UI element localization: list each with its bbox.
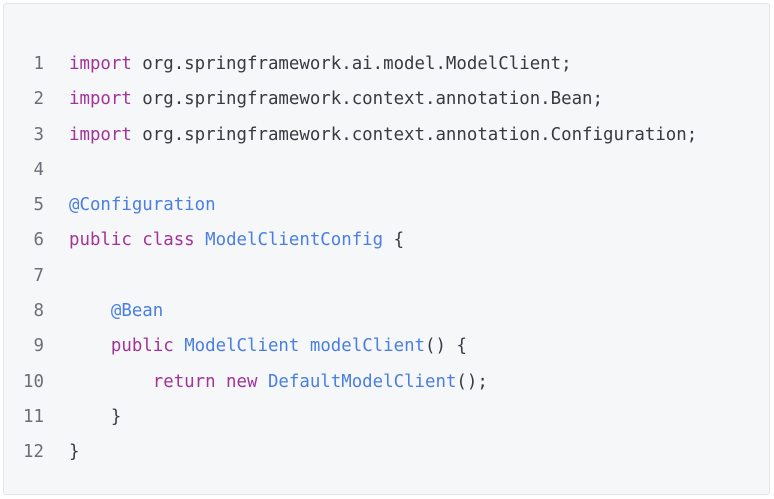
code-token-keyword: public class — [69, 230, 195, 251]
code-token-keyword: import — [69, 89, 132, 110]
line-content: import org.springframework.ai.model.Mode… — [69, 47, 572, 82]
code-token-plain: org.springframework.ai.model.ModelClient… — [131, 54, 572, 74]
code-token-keyword: public — [110, 336, 174, 357]
code-line: 4 — [4, 153, 769, 188]
line-content: public ModelClient modelClient() { — [69, 329, 467, 364]
code-token-plain — [69, 372, 153, 392]
code-token-type: ModelClient — [184, 336, 300, 357]
line-number: 8 — [33, 301, 44, 322]
code-token-type: DefaultModelClient — [267, 371, 457, 392]
line-number: 10 — [23, 371, 44, 392]
code-token-plain — [257, 372, 267, 392]
line-number: 3 — [33, 124, 44, 145]
code-token-annotation: @Bean — [110, 301, 164, 322]
code-line: 7 — [4, 259, 769, 294]
line-number: 5 — [33, 195, 44, 216]
line-number: 1 — [33, 54, 44, 74]
line-number: 12 — [23, 442, 44, 463]
code-token-plain — [299, 336, 309, 356]
code-token-plain — [195, 230, 205, 250]
code-token-plain: org.springframework.context.annotation.C… — [131, 124, 698, 145]
code-line: 9 public ModelClient modelClient() { — [4, 329, 769, 364]
code-block: 1 import org.springframework.ai.model.Mod… — [3, 3, 770, 495]
code-line: 3 import org.springframework.context.anno… — [4, 118, 769, 153]
code-token-plain: } — [69, 442, 80, 463]
line-content: @Configuration — [69, 188, 216, 223]
line-content: @Bean — [69, 294, 163, 329]
code-line: 2 import org.springframework.context.anno… — [4, 82, 769, 117]
code-token-keyword: return new — [152, 371, 258, 392]
code-token-annotation: @Configuration — [69, 195, 216, 216]
code-token-plain — [174, 336, 184, 356]
line-number: 4 — [33, 159, 44, 180]
code-token-plain — [69, 301, 111, 321]
line-number: 9 — [33, 336, 44, 357]
line-number: 6 — [33, 230, 44, 251]
line-content: import org.springframework.context.annot… — [69, 82, 603, 117]
code-token-keyword: import — [69, 124, 132, 145]
code-token-plain: { — [383, 230, 405, 251]
code-line: 12} — [4, 435, 769, 470]
code-line: 6 public class ModelClientConfig { — [4, 223, 769, 258]
code-line: 10 return new DefaultModelClient(); — [4, 365, 769, 400]
code-line: 8 @Bean — [4, 294, 769, 329]
line-number: 11 — [23, 406, 44, 427]
code-line: 11 } — [4, 400, 769, 435]
code-token-plain: } — [69, 406, 122, 427]
code-lines: 1 import org.springframework.ai.model.Mod… — [4, 47, 769, 471]
line-number: 2 — [33, 89, 44, 110]
line-content: } — [69, 400, 121, 435]
line-content: return new DefaultModelClient(); — [69, 365, 488, 400]
code-token-plain: () { — [425, 336, 467, 357]
line-number: 7 — [33, 265, 44, 286]
line-content: } — [69, 435, 79, 470]
code-token-plain: (); — [456, 371, 488, 392]
line-content: import org.springframework.context.annot… — [69, 118, 697, 153]
code-token-keyword: import — [69, 54, 132, 74]
code-line: 1 import org.springframework.ai.model.Mod… — [4, 47, 769, 82]
code-line: 5 @Configuration — [4, 188, 769, 223]
code-token-type: ModelClientConfig — [205, 230, 384, 251]
line-content: public class ModelClientConfig { — [69, 223, 404, 258]
code-token-plain — [69, 336, 111, 356]
code-token-type: modelClient — [309, 336, 426, 357]
code-token-plain: org.springframework.context.annotation.B… — [131, 89, 603, 110]
